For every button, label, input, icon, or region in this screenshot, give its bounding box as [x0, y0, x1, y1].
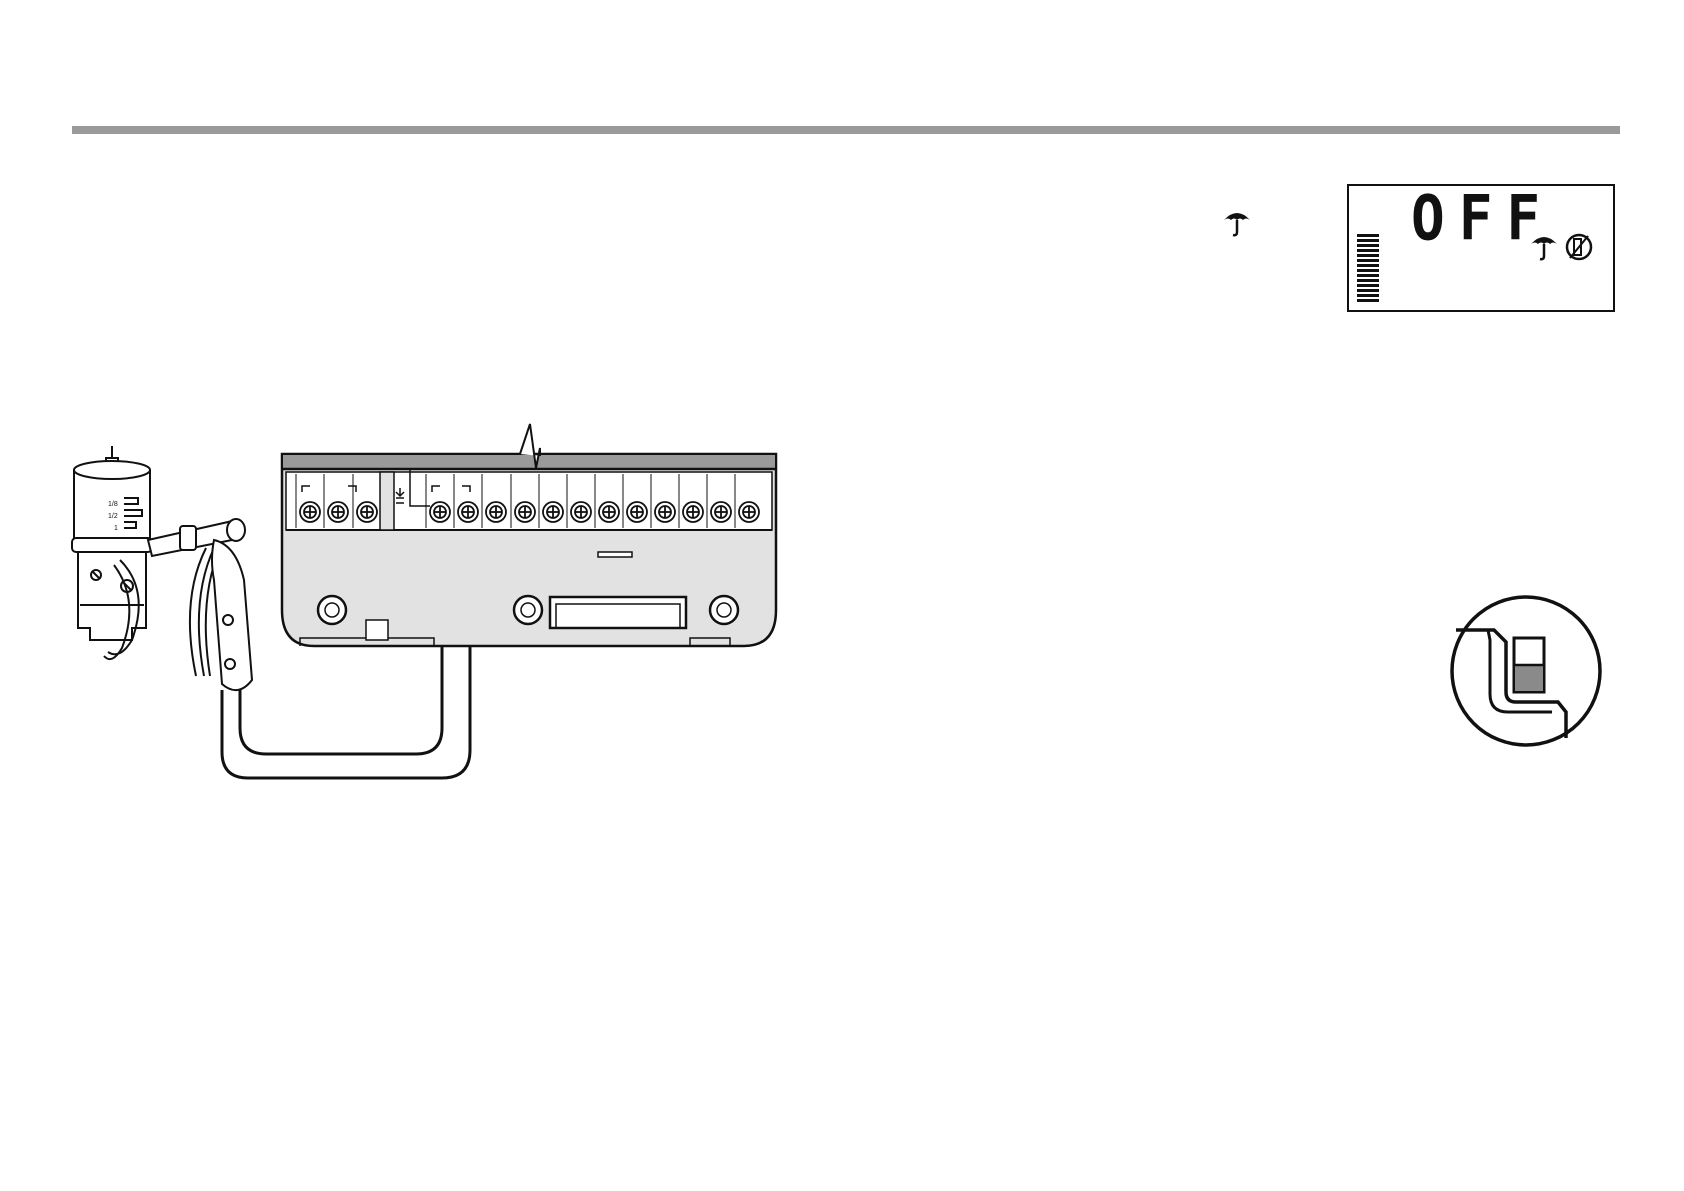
valve-label-1-8: 1/8 — [108, 501, 118, 508]
valve-label-1: 1 — [114, 525, 118, 532]
slide-switch-icon — [1452, 597, 1600, 745]
valve-solenoid — [72, 446, 252, 690]
valve-label-1-2: 1/2 — [108, 513, 118, 520]
controller-terminal-strip — [282, 424, 776, 646]
